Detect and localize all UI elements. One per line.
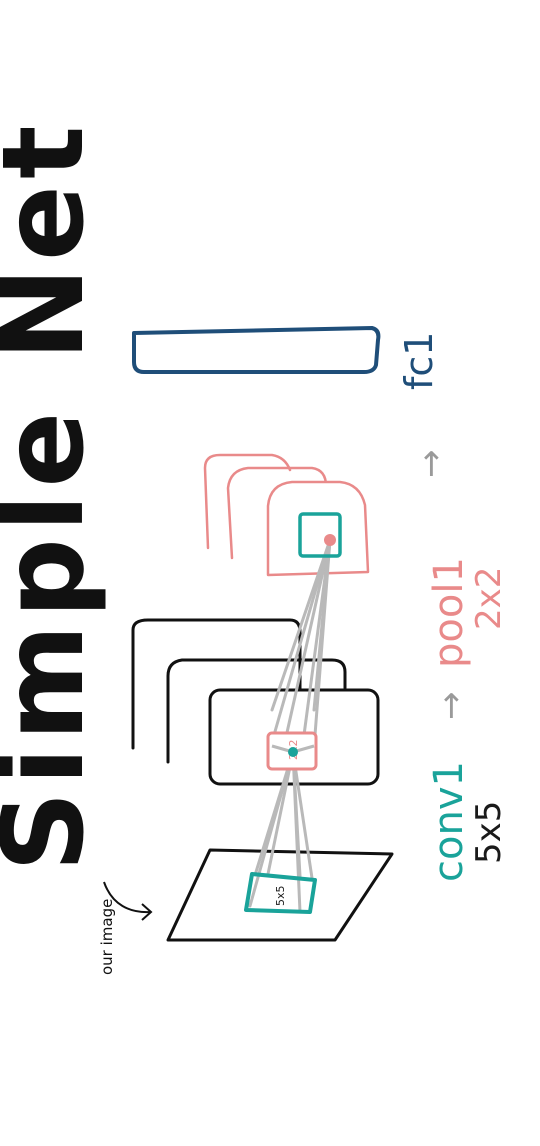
conv-connector (248, 750, 295, 908)
pool-connector (270, 538, 332, 712)
conv-connector (291, 750, 302, 914)
input-arrow-head (141, 903, 153, 921)
pool-feature-map-front (266, 480, 370, 577)
pool-feature-map-middle (226, 466, 328, 560)
conv-stage-size: 5x5 (469, 801, 509, 864)
pool-stage-size: 2x2 (469, 567, 509, 630)
diagram-title: Simple Net (0, 119, 109, 872)
conv-output-unit (288, 747, 298, 757)
conv-kernel-box (244, 872, 317, 914)
arrow-pool-to-fc: → (411, 450, 451, 479)
pool-output-unit (324, 534, 336, 546)
conv-connector (291, 750, 314, 880)
conv-kernel-label: 5x5 (274, 885, 287, 906)
pool-connector (312, 538, 332, 712)
pool-output-box (298, 512, 342, 558)
input-label: our image (98, 899, 116, 975)
pool-connectors (270, 538, 332, 752)
pool-feature-map-back (203, 453, 292, 550)
conv-connectors (248, 750, 314, 914)
pool-connector (270, 538, 332, 744)
conv-stage-name: conv1 (426, 761, 472, 882)
arrow-conv-to-pool: → (431, 692, 471, 721)
conv-feature-map-middle (166, 658, 347, 764)
fc-stage-name: fc1 (397, 332, 441, 390)
input-image-plane (166, 848, 394, 942)
pool-stage-name: pool1 (426, 557, 472, 668)
fc-layer-bar (132, 326, 381, 374)
input-arrow (103, 881, 151, 914)
pool-connector (282, 538, 332, 748)
